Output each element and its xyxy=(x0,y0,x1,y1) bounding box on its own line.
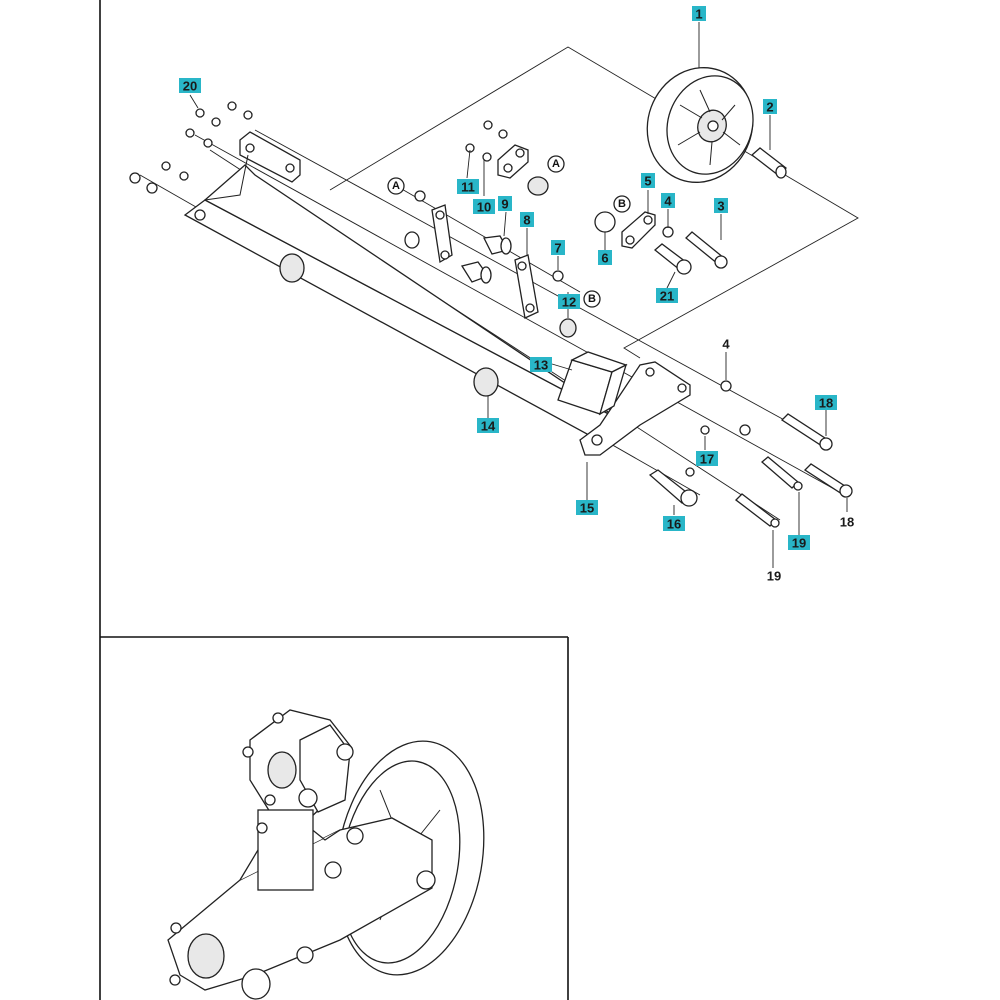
link-plate-left xyxy=(431,204,453,264)
bracket-right xyxy=(579,361,691,456)
reference-markers: A A B B xyxy=(387,155,631,308)
ref-b-right: B xyxy=(583,290,601,308)
svg-text:1: 1 xyxy=(695,7,702,22)
callout-11: 11 xyxy=(457,179,479,195)
pins xyxy=(460,235,512,284)
frame-arm xyxy=(183,131,622,441)
bolts xyxy=(648,231,853,528)
axle-sleeve xyxy=(750,147,788,179)
ref-a-top: A xyxy=(547,155,565,173)
svg-text:18: 18 xyxy=(840,515,854,530)
callout-12: 12 xyxy=(558,294,580,310)
svg-text:8: 8 xyxy=(523,213,530,228)
assembled-wheel-unit-icon xyxy=(167,709,485,1000)
svg-text:7: 7 xyxy=(554,241,561,256)
ref-b-top: B xyxy=(613,195,631,213)
svg-text:14: 14 xyxy=(481,419,496,434)
svg-text:4: 4 xyxy=(664,194,672,209)
washers-nuts xyxy=(129,101,751,477)
link-plate-small xyxy=(621,211,656,249)
callout-16: 16 xyxy=(663,516,685,532)
callout-13: 13 xyxy=(530,357,552,373)
ref-a-left: A xyxy=(387,177,405,195)
svg-text:9: 9 xyxy=(501,197,508,212)
svg-text:10: 10 xyxy=(477,200,491,215)
callout-5: 5 xyxy=(641,173,655,189)
svg-text:21: 21 xyxy=(660,289,674,304)
svg-text:3: 3 xyxy=(717,199,724,214)
svg-text:B: B xyxy=(618,198,626,210)
svg-text:15: 15 xyxy=(580,501,594,516)
callout-15: 15 xyxy=(576,500,598,516)
callout-9: 9 xyxy=(498,196,512,212)
callout-2: 2 xyxy=(763,99,777,115)
svg-text:19: 19 xyxy=(767,569,781,584)
bumper-block xyxy=(557,351,628,416)
callout-17: 17 xyxy=(696,451,718,467)
svg-text:6: 6 xyxy=(601,251,608,266)
callout-3: 3 xyxy=(714,198,728,214)
link-plate-top xyxy=(497,144,529,179)
svg-text:16: 16 xyxy=(667,517,681,532)
svg-text:A: A xyxy=(552,158,560,170)
callout-18-plain: 18 xyxy=(840,515,854,530)
callout-6: 6 xyxy=(598,250,612,266)
callout-21: 21 xyxy=(656,288,678,304)
svg-text:17: 17 xyxy=(700,452,714,467)
svg-text:2: 2 xyxy=(766,100,773,115)
callout-20: 20 xyxy=(179,78,201,94)
callout-19-box: 19 xyxy=(788,535,810,551)
callout-8: 8 xyxy=(520,212,534,228)
svg-text:12: 12 xyxy=(562,295,576,310)
callout-10: 10 xyxy=(473,199,495,215)
callout-4-top: 4 xyxy=(661,193,675,209)
callout-18-box: 18 xyxy=(815,395,837,411)
callout-19-plain: 19 xyxy=(767,569,781,584)
svg-text:20: 20 xyxy=(183,79,197,94)
link-plate-right xyxy=(514,254,539,319)
wheel-icon xyxy=(646,67,754,183)
svg-text:5: 5 xyxy=(644,174,651,189)
callout-4-plain: 4 xyxy=(722,337,730,352)
zone-outline xyxy=(329,46,859,359)
svg-text:13: 13 xyxy=(534,358,548,373)
leader-lines xyxy=(189,22,848,568)
svg-text:19: 19 xyxy=(792,536,806,551)
callout-14: 14 xyxy=(477,418,499,434)
callout-1: 1 xyxy=(692,6,706,22)
bushings xyxy=(279,176,616,397)
svg-text:11: 11 xyxy=(461,180,475,195)
svg-text:18: 18 xyxy=(819,396,833,411)
callout-7: 7 xyxy=(551,240,565,256)
svg-text:A: A xyxy=(392,180,400,192)
svg-text:4: 4 xyxy=(722,337,730,352)
svg-text:B: B xyxy=(588,293,596,305)
